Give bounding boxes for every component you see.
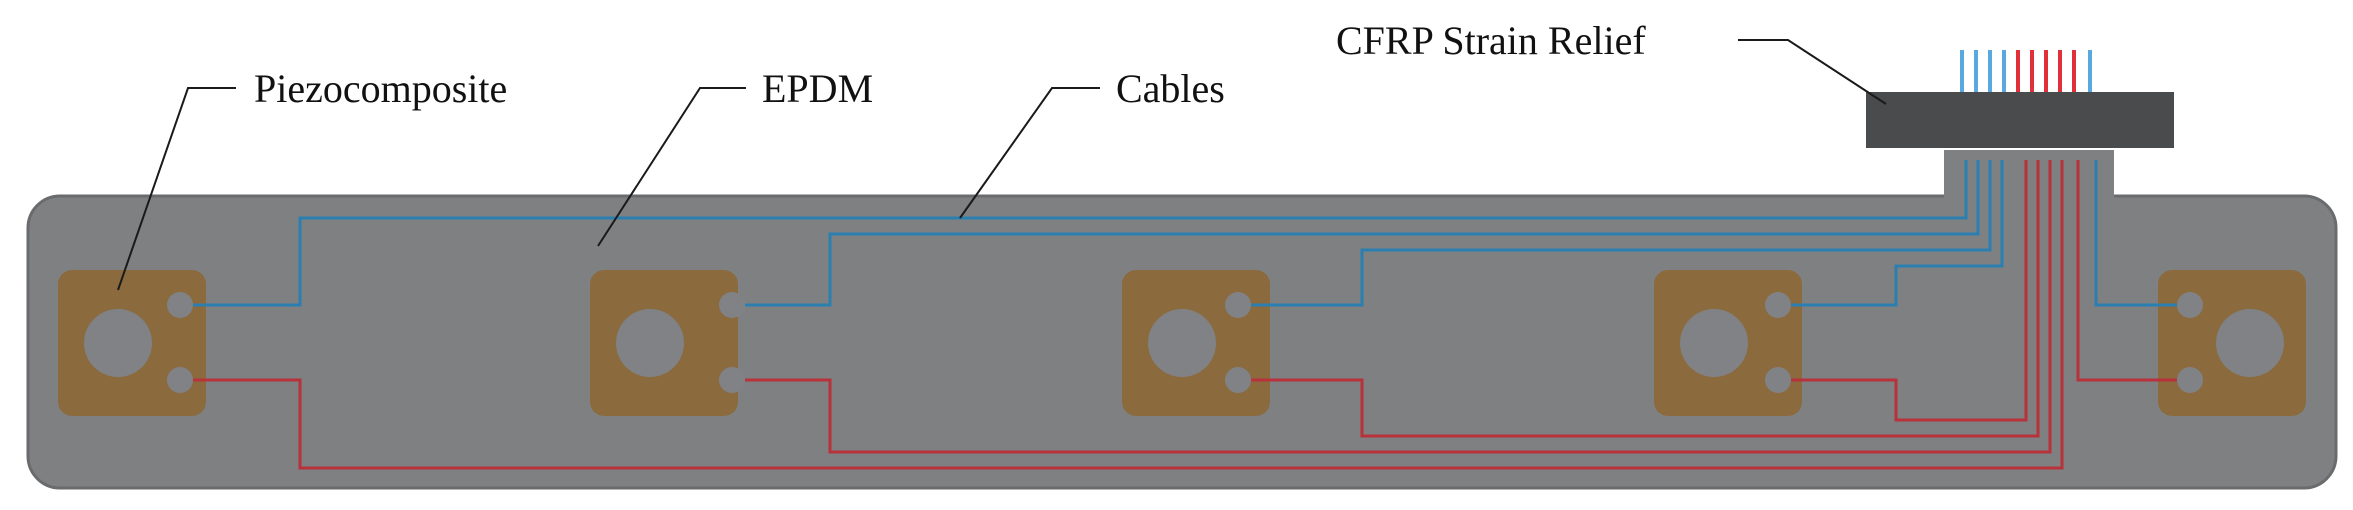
piezo-hole [84,309,152,377]
ground-cable-1 [193,160,2064,470]
piezo-element-3 [1122,270,1270,416]
piezo-hole [616,309,684,377]
piezo-element-4 [1654,270,1802,416]
piezo-element-5 [2158,270,2306,416]
signal-cable-2 [745,160,1980,307]
signal-contact [167,292,193,318]
signal-cables [193,160,2177,307]
label-strain-relief: CFRP Strain Relief [1336,18,1646,63]
signal-cable-1 [193,160,1968,307]
leader-piezocomposite [117,87,236,291]
ground-contact [167,367,193,393]
leader-strain-relief [1738,39,1887,105]
piezo-element-1 [58,270,206,416]
ground-cable-5 [2076,160,2177,382]
ground-cables [193,160,2177,470]
signal-contact [719,292,745,318]
ground-contact [1225,367,1251,393]
strain-relief-stem [1944,150,2114,200]
signal-cable-3 [1251,160,1992,307]
ground-contact [1765,367,1791,393]
signal-contact [1765,292,1791,318]
leader-cables [959,87,1100,219]
signal-contact [1225,292,1251,318]
label-epdm: EPDM [762,66,873,111]
label-piezocomposite: Piezocomposite [254,66,507,111]
piezo-hole [2216,309,2284,377]
ground-cable-2 [745,160,2052,454]
piezo-hole [1148,309,1216,377]
leader-epdm [597,87,746,247]
ground-cable-3 [1251,160,2040,438]
signal-cable-5 [2094,160,2177,307]
signal-contact [2177,292,2203,318]
ground-contact [719,367,745,393]
cfrp-strain-relief [1866,92,2174,148]
label-cables: Cables [1116,66,1225,111]
cable-ends [1960,50,2092,92]
signal-cable-4 [1791,160,2004,307]
piezo-hole [1680,309,1748,377]
ground-contact [2177,367,2203,393]
piezo-element-2 [590,270,745,416]
ground-cable-4 [1791,160,2028,422]
